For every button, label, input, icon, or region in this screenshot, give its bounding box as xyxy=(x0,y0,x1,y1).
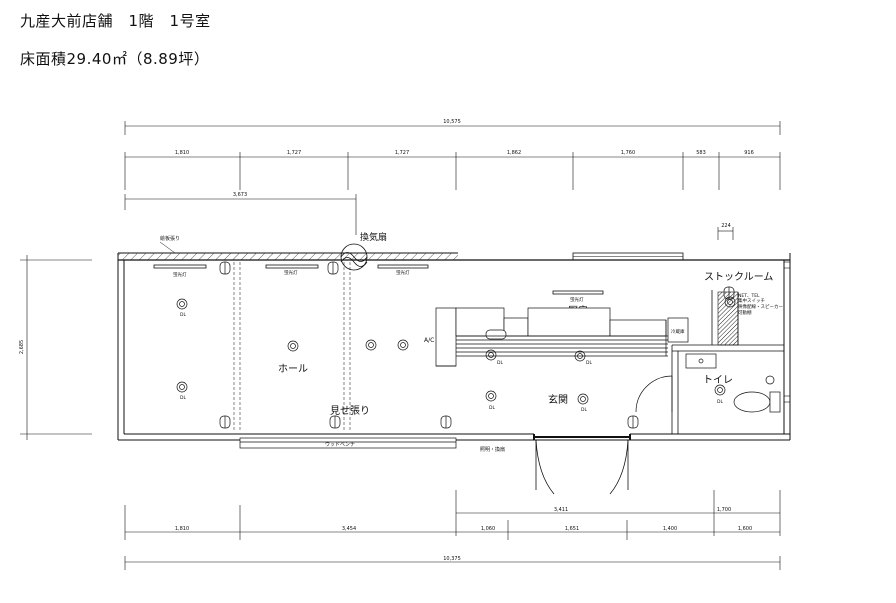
dim-top-seg: 583 xyxy=(696,150,706,156)
switch-label: 照明・換扇 xyxy=(480,446,505,453)
fluor-label-2: 蛍光灯 xyxy=(284,269,298,276)
room-entrance: 玄関 xyxy=(548,393,568,406)
entrance-door[interactable] xyxy=(533,434,631,495)
dim-bottom-partial: 3,411 xyxy=(554,507,568,513)
fridge-label: 冷蔵庫 xyxy=(671,328,685,335)
left-dimension xyxy=(20,255,92,440)
dl-label: DL xyxy=(180,312,186,318)
room-stock: ストックルーム xyxy=(704,271,773,283)
signboard-label: 絵板張り xyxy=(160,235,180,242)
dim-top-seg: 1,810 xyxy=(175,150,189,156)
dim-bottom-seg: 1,600 xyxy=(738,526,752,532)
kitchen-counter xyxy=(435,307,689,367)
page-title: 九産大前店舗 1階 1号室 xyxy=(20,12,211,30)
dim-bottom-seg: 1,060 xyxy=(481,526,495,532)
top-dimensions xyxy=(124,121,781,240)
fan-label: 換気扇 xyxy=(360,231,387,243)
dim-top-seg: 1,727 xyxy=(395,150,409,156)
dim-top-small: 224 xyxy=(721,223,731,229)
toilet-door[interactable] xyxy=(635,375,673,413)
wood-bench xyxy=(239,437,457,449)
net-label-4: 可動棚 xyxy=(738,309,752,316)
dl-label: DL xyxy=(497,360,503,366)
dl-label: DL xyxy=(180,395,186,401)
dim-top-seg: 916 xyxy=(744,150,754,156)
column-posts xyxy=(219,261,735,429)
floor-area: 床面積29.40㎡（8.89坪） xyxy=(20,50,210,68)
dim-bottom-total: 10,375 xyxy=(443,556,461,562)
fluorescent-lights xyxy=(153,264,604,295)
dim-left-height: 2,685 xyxy=(19,340,25,354)
dim-bottom-seg: 1,400 xyxy=(663,526,677,532)
dim-bottom-seg: 1,651 xyxy=(565,526,579,532)
toilet-fixtures xyxy=(685,353,781,413)
fluor-label-1: 蛍光灯 xyxy=(173,271,187,278)
bottom-dimensions xyxy=(124,490,781,570)
room-hall: ホール xyxy=(278,363,308,375)
dl-label: DL xyxy=(717,399,723,405)
net-label-3: 映像配線・スピーカー xyxy=(738,303,783,310)
dim-top-partial: 3,673 xyxy=(233,192,247,198)
dl-label: DL xyxy=(581,407,587,413)
dl-label: DL xyxy=(489,405,495,411)
net-label-1: NET、TEL xyxy=(738,293,760,299)
net-label-2: 集中スイッチ xyxy=(738,297,765,304)
dim-top-seg: 1,862 xyxy=(507,150,521,156)
fan-icon xyxy=(340,243,368,271)
dim-top-seg: 1,727 xyxy=(287,150,301,156)
room-toilet: トイレ xyxy=(703,375,733,386)
bench-label: ウッドベンチ xyxy=(325,441,355,448)
dim-bottom-partial: 1,700 xyxy=(717,507,731,513)
signboard-leader xyxy=(159,241,176,254)
dim-bottom-seg: 3,454 xyxy=(342,526,356,532)
hall-partitions xyxy=(233,262,351,432)
downlights xyxy=(176,296,736,405)
dl-label: DL xyxy=(586,360,592,366)
ac-label: A/C xyxy=(424,337,434,344)
fluor-label-3: 蛍光灯 xyxy=(396,269,410,276)
dim-top-total: 10,575 xyxy=(443,119,461,125)
dim-top-seg: 1,760 xyxy=(621,150,635,156)
fluor-label-4: 蛍光灯 xyxy=(570,296,584,303)
dim-bottom-seg: 1,810 xyxy=(175,526,189,532)
room-showcase: 見せ張り xyxy=(330,405,370,417)
